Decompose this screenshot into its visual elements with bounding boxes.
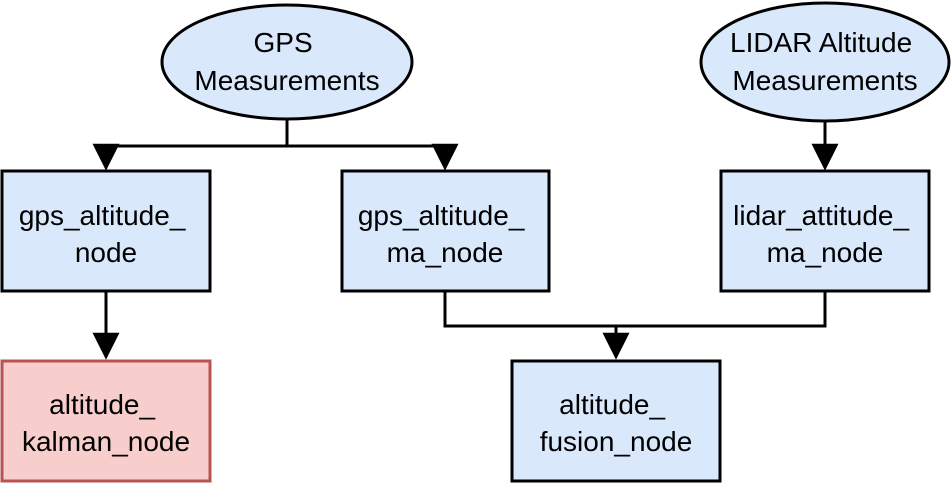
lidar-measurements-label: LIDAR Altitude Measurements <box>730 27 920 96</box>
altitude-fusion-node-label: altitude_ fusion_node <box>540 389 693 457</box>
edge-gps-altitude-ma-node-to-altitude-fusion-node <box>443 291 630 360</box>
gps-altitude-ma-node-label: gps_altitude_ ma_node <box>358 200 532 268</box>
lidar-measurements-node: LIDAR Altitude Measurements <box>699 1 951 123</box>
gps-measurements-label: GPS Measurements <box>194 27 379 96</box>
gps-altitude-node-label: gps_altitude_ node <box>19 200 193 268</box>
edges <box>92 120 839 360</box>
gps-altitude-node: gps_altitude_ node <box>0 169 212 293</box>
lidar-attitude-ma-node: lidar_attitude_ ma_node <box>719 169 931 293</box>
gps-altitude-ma-node-shape <box>340 169 551 293</box>
lidar-attitude-ma-node-label: lidar_attitude_ ma_node <box>733 200 917 268</box>
gps-altitude-node-shape <box>0 169 212 293</box>
altitude-fusion-node-shape <box>510 359 722 483</box>
gps-measurements-shape <box>160 3 414 121</box>
edge-gps-measurements-to-gps-altitude-node <box>92 120 289 171</box>
lidar-attitude-ma-node-shape <box>719 169 931 293</box>
altitude-kalman-node: altitude_ kalman_node <box>0 359 212 483</box>
edge-gps-measurements-to-gps-altitude-ma-node <box>287 143 459 171</box>
gps-measurements-node: GPS Measurements <box>160 3 414 121</box>
edge-lidar-attitude-ma-node-to-altitude-fusion-node <box>616 291 827 328</box>
altitude-kalman-node-label: altitude_ kalman_node <box>22 389 190 457</box>
lidar-measurements-shape <box>699 1 951 123</box>
altitude-fusion-node: altitude_ fusion_node <box>510 359 722 483</box>
gps-altitude-ma-node: gps_altitude_ ma_node <box>340 169 551 293</box>
altitude-kalman-node-shape <box>0 359 212 483</box>
